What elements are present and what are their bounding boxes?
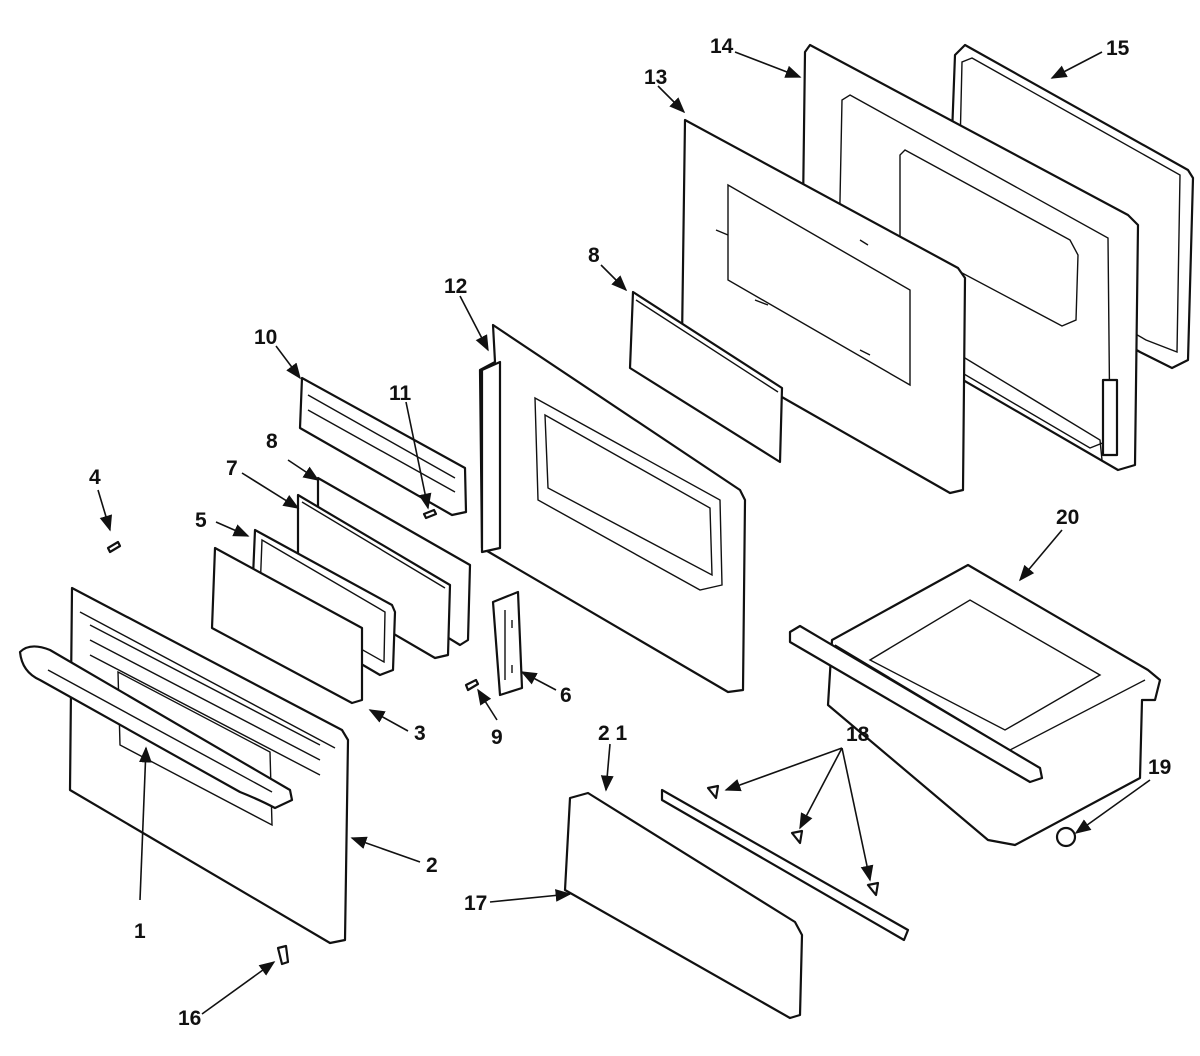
upper-glass-panel-part	[628, 290, 784, 464]
callout-15: 15	[1106, 37, 1130, 60]
callout-18: 18	[846, 723, 870, 746]
kick-strip-part	[660, 788, 910, 942]
callout-14: 14	[710, 35, 734, 58]
callout-6: 6	[560, 684, 572, 707]
callout-9: 9	[491, 726, 503, 749]
callout-21: 2 1	[598, 722, 628, 745]
callout-13: 13	[644, 66, 667, 89]
callout-7: 7	[226, 457, 238, 480]
leader-lines	[97, 51, 1151, 1015]
callout-8-upper: 8	[588, 244, 600, 267]
callout-3: 3	[414, 722, 426, 745]
callout-8-lower: 8	[266, 430, 278, 453]
callout-11: 11	[389, 382, 412, 405]
storage-drawer-part	[788, 563, 1162, 847]
callout-20: 20	[1056, 506, 1079, 529]
screw-9-part	[464, 678, 480, 692]
callout-12: 12	[444, 275, 467, 298]
callout-2: 2	[426, 854, 438, 877]
callout-4: 4	[89, 466, 101, 489]
drawer-front-part	[563, 791, 804, 1020]
outer-glass-part	[210, 546, 364, 705]
screw-11-part	[422, 508, 438, 520]
callout-labels: 1 2 3 4 5 6 7 8 8 9 10 11 12 13 14 15 16…	[89, 35, 1171, 1030]
callout-19: 19	[1148, 756, 1171, 779]
hinge-bracket-part	[491, 590, 524, 697]
door-vent-bracket-part	[298, 376, 468, 517]
screw-18-part	[706, 784, 880, 897]
door-handle-part	[18, 645, 294, 810]
screw-4-part	[106, 540, 122, 554]
callout-10: 10	[254, 326, 277, 349]
cap-19-part	[1055, 826, 1077, 848]
inner-door-frame-part	[478, 323, 747, 694]
callout-1: 1	[134, 920, 146, 943]
callout-17: 17	[464, 892, 487, 915]
callout-16: 16	[178, 1007, 201, 1030]
inner-door-panel-part	[800, 43, 1140, 472]
callout-5: 5	[195, 509, 207, 532]
screw-16-part	[276, 944, 290, 966]
